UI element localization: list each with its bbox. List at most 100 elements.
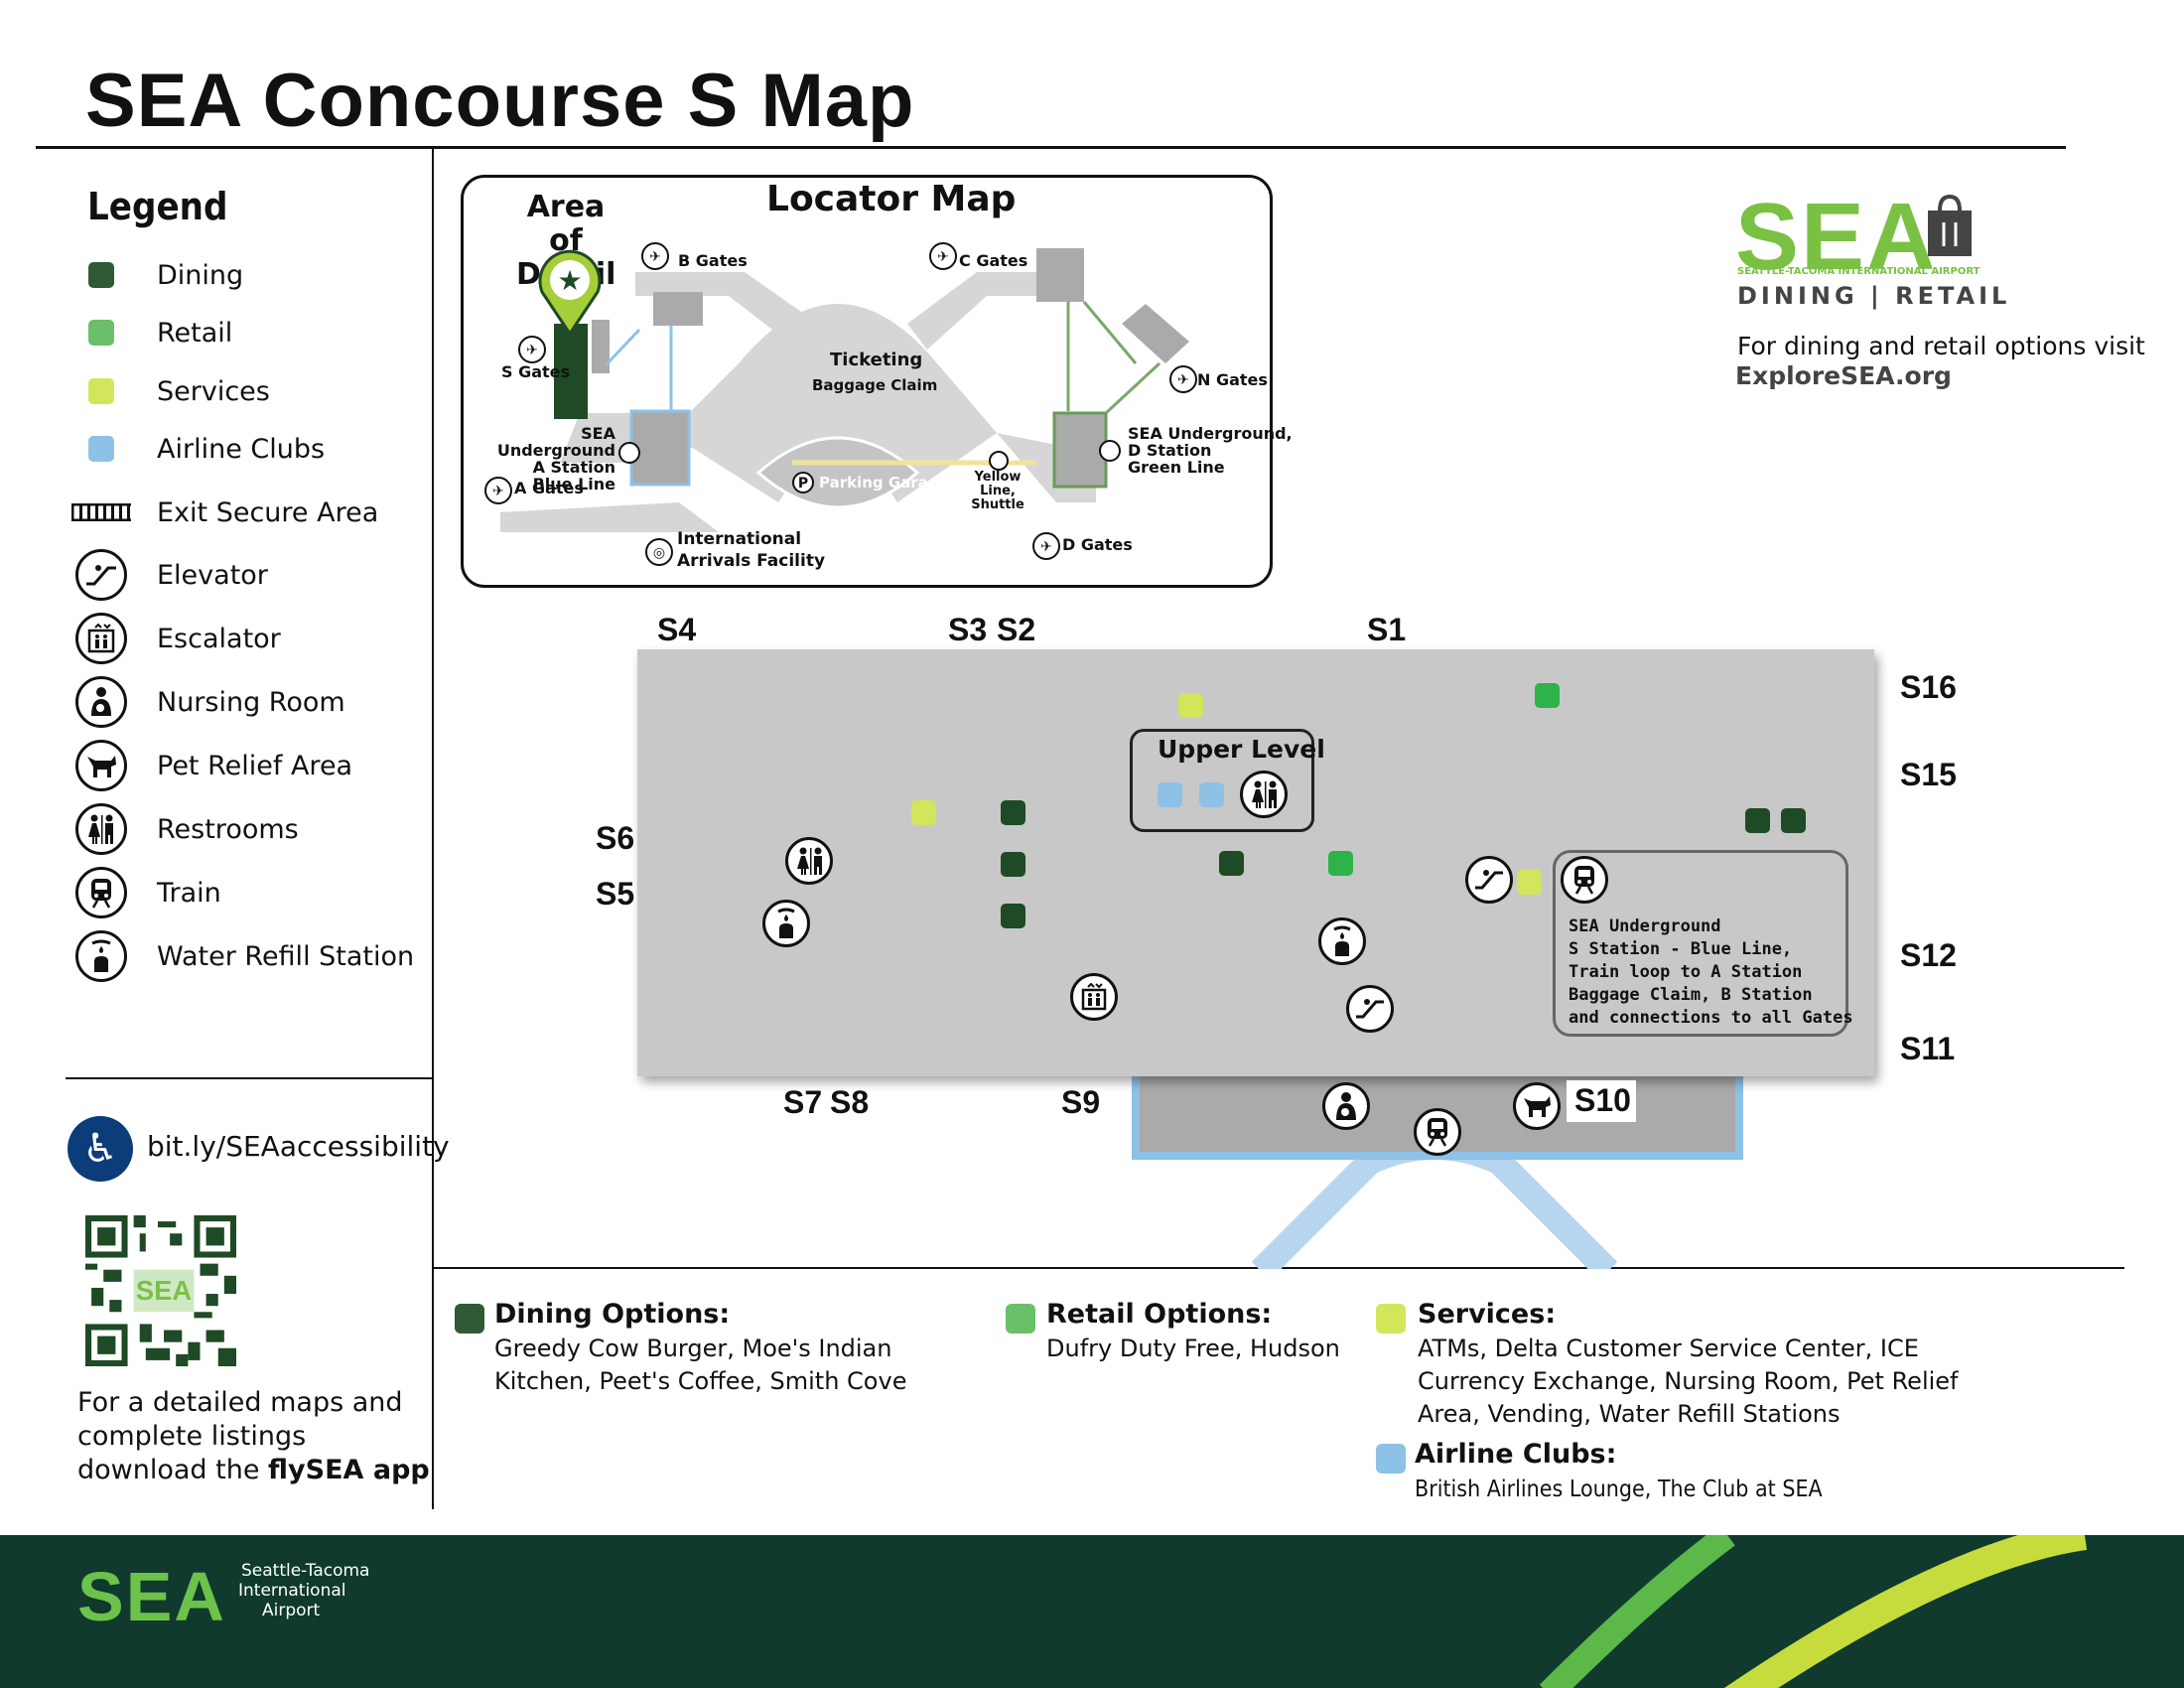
water-refill-icon[interactable]	[1318, 917, 1366, 965]
pet-relief-icon	[75, 740, 127, 791]
legend-item-elevator: Elevator	[71, 549, 268, 601]
train-icon[interactable]	[1561, 856, 1608, 904]
header-divider	[36, 146, 2066, 149]
accessibility-link[interactable]: bit.ly/SEAaccessibility	[147, 1130, 450, 1163]
legend-item-water-refill: Water Refill Station	[71, 930, 414, 982]
sidebar-divider	[432, 149, 434, 1509]
station-info-text: SEA Underground S Station - Blue Line, T…	[1569, 916, 1853, 1028]
service-square[interactable]	[1517, 870, 1542, 895]
svg-text:SEA: SEA	[136, 1275, 192, 1306]
train-track-lines	[1251, 1152, 1618, 1269]
legend-item-dining: Dining	[71, 249, 243, 301]
services-text: ATMs, Delta Customer Service Center, ICE…	[1418, 1335, 1959, 1428]
locator-diagram: ★ ✈✈✈ ✈✈✈ ◎P	[484, 242, 1197, 566]
restrooms-icon[interactable]	[1240, 771, 1288, 818]
gate-s15[interactable]: S15	[1900, 757, 1957, 792]
airline-club-square[interactable]	[1158, 782, 1182, 807]
legend-item-services: Services	[71, 365, 270, 417]
sea-dining-logo: SEA	[1735, 184, 1938, 290]
app-download-note: For a detailed maps and complete listing…	[77, 1387, 430, 1485]
retail-options-heading: Retail Options:	[1046, 1299, 1273, 1330]
gate-s10[interactable]: S10	[1574, 1082, 1631, 1118]
dining-square[interactable]	[1745, 808, 1770, 833]
svg-text:✈: ✈	[649, 249, 661, 265]
airline-clubs-heading: Airline Clubs:	[1415, 1439, 1617, 1470]
concourse-s-floor	[637, 649, 1874, 1076]
brand-subtitle: SEATTLE-TACOMA INTERNATIONAL AIRPORT	[1737, 266, 1980, 277]
dining-square[interactable]	[1001, 800, 1025, 825]
locator-map	[461, 175, 1273, 588]
legend-title: Legend	[87, 185, 228, 228]
legend-item-retail: Retail	[71, 307, 232, 358]
svg-text:◎: ◎	[653, 545, 665, 561]
page-title: SEA Concourse S Map	[85, 59, 915, 143]
gate-s9[interactable]: S9	[1061, 1084, 1101, 1120]
dining-square[interactable]	[1781, 808, 1806, 833]
shopping-bag-icon	[1928, 194, 1972, 256]
legend-item-escalator: Escalator	[71, 613, 281, 664]
footer-sea-logo: SEA	[77, 1558, 226, 1635]
gate-s6[interactable]: S6	[596, 820, 635, 856]
legend-item-exit-secure-area: Exit Secure Area	[71, 487, 378, 538]
s10-label-bg	[1567, 1080, 1636, 1122]
legend-item-train: Train	[71, 867, 221, 918]
airline-clubs-square-note	[1376, 1444, 1406, 1474]
flysea-app-link[interactable]: flySEA app	[268, 1455, 430, 1485]
gate-s3[interactable]: S3	[948, 612, 988, 647]
retail-square	[88, 320, 114, 346]
svg-text:P: P	[798, 476, 808, 492]
qr-code[interactable]: SEA	[85, 1215, 236, 1366]
restrooms-icon	[75, 803, 127, 855]
svg-text:✈: ✈	[526, 343, 538, 358]
n-gates-label: N Gates	[1197, 370, 1268, 389]
d-gates-label: D Gates	[1062, 535, 1133, 554]
retail-square[interactable]	[1535, 683, 1560, 708]
legend-item-pet-relief: Pet Relief Area	[71, 740, 352, 791]
dining-square[interactable]	[1001, 904, 1025, 928]
train-icon	[75, 867, 127, 918]
dining-square[interactable]	[1001, 852, 1025, 877]
brand-tagline: DINING | RETAIL	[1737, 282, 2011, 310]
gate-s11[interactable]: S11	[1900, 1031, 1956, 1066]
gate-s16[interactable]: S16	[1900, 669, 1957, 705]
a-gates-label: A Gates	[514, 479, 584, 497]
gate-s5[interactable]: S5	[596, 876, 635, 912]
service-square[interactable]	[911, 800, 936, 825]
footer-bar	[0, 1535, 2184, 1688]
gate-s12[interactable]: S12	[1900, 937, 1957, 973]
gate-s2[interactable]: S2	[997, 612, 1036, 647]
svg-text:✈: ✈	[492, 484, 504, 499]
footer-swoosh	[1539, 1535, 2088, 1688]
escalator-icon[interactable]	[1346, 985, 1394, 1033]
upper-level-title: Upper Level	[1158, 735, 1325, 764]
exit-secure-area-icon	[71, 503, 131, 521]
dining-square[interactable]	[1219, 851, 1244, 876]
upper-level-box	[1130, 729, 1314, 832]
train-icon[interactable]	[1414, 1108, 1461, 1156]
airline-club-square[interactable]	[1199, 782, 1224, 807]
escalator-icon[interactable]	[1465, 856, 1513, 904]
retail-options-square	[1006, 1304, 1035, 1334]
parking-garage-label: Parking Garage	[819, 474, 949, 492]
yellow-line-label: Yellow Line, Shuttle	[971, 470, 1024, 512]
gate-s8[interactable]: S8	[830, 1084, 870, 1120]
retail-square[interactable]	[1328, 851, 1353, 876]
gate-s7[interactable]: S7	[783, 1084, 823, 1120]
gate-s1[interactable]: S1	[1367, 612, 1407, 647]
gate-s4[interactable]: S4	[657, 612, 697, 647]
nursing-room-icon[interactable]	[1322, 1082, 1370, 1130]
retail-options-text: Dufry Duty Free, Hudson	[1046, 1335, 1340, 1362]
elevator-icon[interactable]	[1070, 973, 1118, 1021]
pet-relief-icon[interactable]	[1513, 1082, 1561, 1130]
service-square[interactable]	[1178, 693, 1203, 718]
water-refill-icon[interactable]	[762, 900, 810, 947]
station-info-box	[1553, 850, 1848, 1037]
dining-options-square	[455, 1304, 484, 1334]
services-square-note	[1376, 1304, 1406, 1334]
restrooms-icon[interactable]	[785, 837, 833, 885]
brand-visit-text: For dining and retail options visit	[1737, 332, 2145, 360]
explore-sea-link[interactable]: ExploreSEA.org	[1735, 361, 1952, 390]
